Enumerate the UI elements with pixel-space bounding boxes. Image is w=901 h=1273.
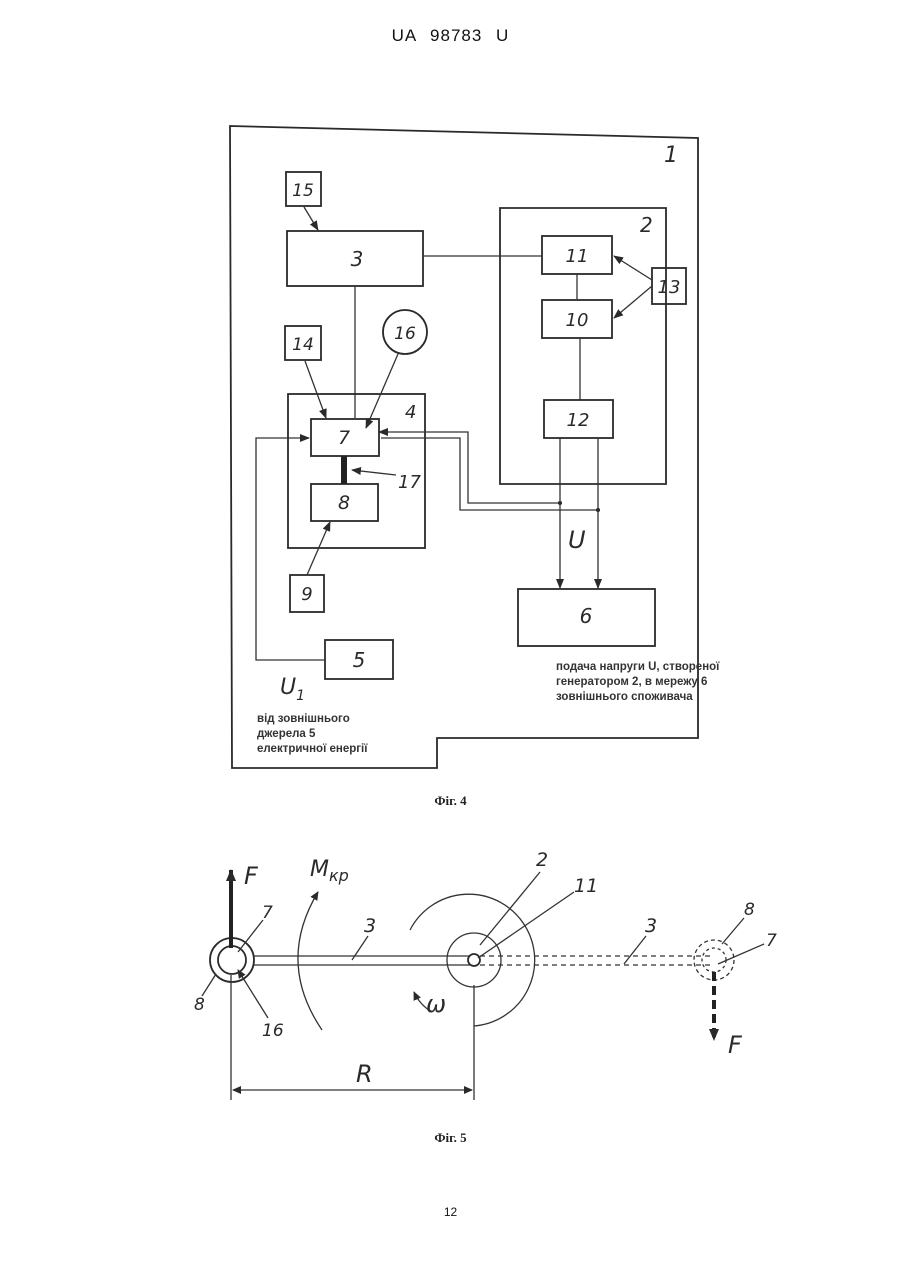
force-label-top: F (244, 862, 259, 890)
figure-5-mechanism-diagram: F ω Mкр F 2 11 3 3 7 8 16 8 7 R (0, 835, 901, 1115)
torque-subscript: кр (329, 866, 349, 885)
block-3-label: 3 (351, 247, 364, 271)
shaft-17 (341, 456, 347, 484)
label-3-left: 3 (364, 915, 376, 937)
block-12-label: 12 (567, 410, 590, 431)
label-3-right: 3 (645, 915, 657, 937)
block-13-label: 13 (658, 277, 681, 298)
force-label-bottom: F (728, 1031, 743, 1059)
source-voltage-label: U1 (280, 675, 305, 704)
left-mass-inner (218, 946, 246, 974)
block-7-label: 7 (338, 427, 350, 449)
omega-label: ω (426, 990, 446, 1018)
torque-arc (298, 892, 322, 1030)
label-11: 11 (574, 875, 598, 897)
figure-4-block-diagram: 1 2 15 3 11 10 12 13 4 14 16 7 17 8 9 (0, 110, 901, 780)
block-11-label: 11 (566, 246, 589, 267)
block-16-label: 16 (394, 324, 416, 344)
right-mass-inner (702, 948, 726, 972)
generator-hub (468, 954, 480, 966)
page-number: 12 (0, 1205, 901, 1219)
label-7-right: 7 (766, 931, 777, 951)
block-4-label: 4 (405, 402, 416, 423)
block-17-label: 17 (398, 472, 421, 493)
label-16: 16 (262, 1021, 284, 1041)
radius-label: R (356, 1060, 373, 1088)
voltage-label: U (568, 526, 586, 554)
note-source: від зовнішнього джерела 5 електричної ен… (257, 713, 368, 755)
label-7-left: 7 (262, 903, 273, 923)
generator-label: 2 (640, 213, 653, 237)
generator-disk (447, 933, 501, 987)
source-voltage-subscript: 1 (296, 688, 305, 704)
document-id: UA 98783 U (0, 26, 901, 46)
block-8-label: 8 (338, 492, 350, 514)
figure-5-caption: Фіг. 5 (0, 1130, 901, 1146)
block-9-label: 9 (301, 584, 312, 605)
block-15-label: 15 (292, 181, 314, 201)
block-10-label: 10 (566, 310, 589, 331)
label-8-right: 8 (744, 900, 755, 920)
torque-label: Mкр (310, 857, 349, 885)
block-5-label: 5 (353, 648, 366, 672)
figure-4-caption: Фіг. 4 (0, 793, 901, 809)
block-14-label: 14 (292, 335, 314, 355)
frame-label: 1 (664, 143, 678, 168)
label-2: 2 (536, 849, 548, 871)
supply-line-u1 (256, 438, 325, 660)
label-8-left: 8 (194, 995, 205, 1015)
block-6-label: 6 (580, 604, 593, 628)
